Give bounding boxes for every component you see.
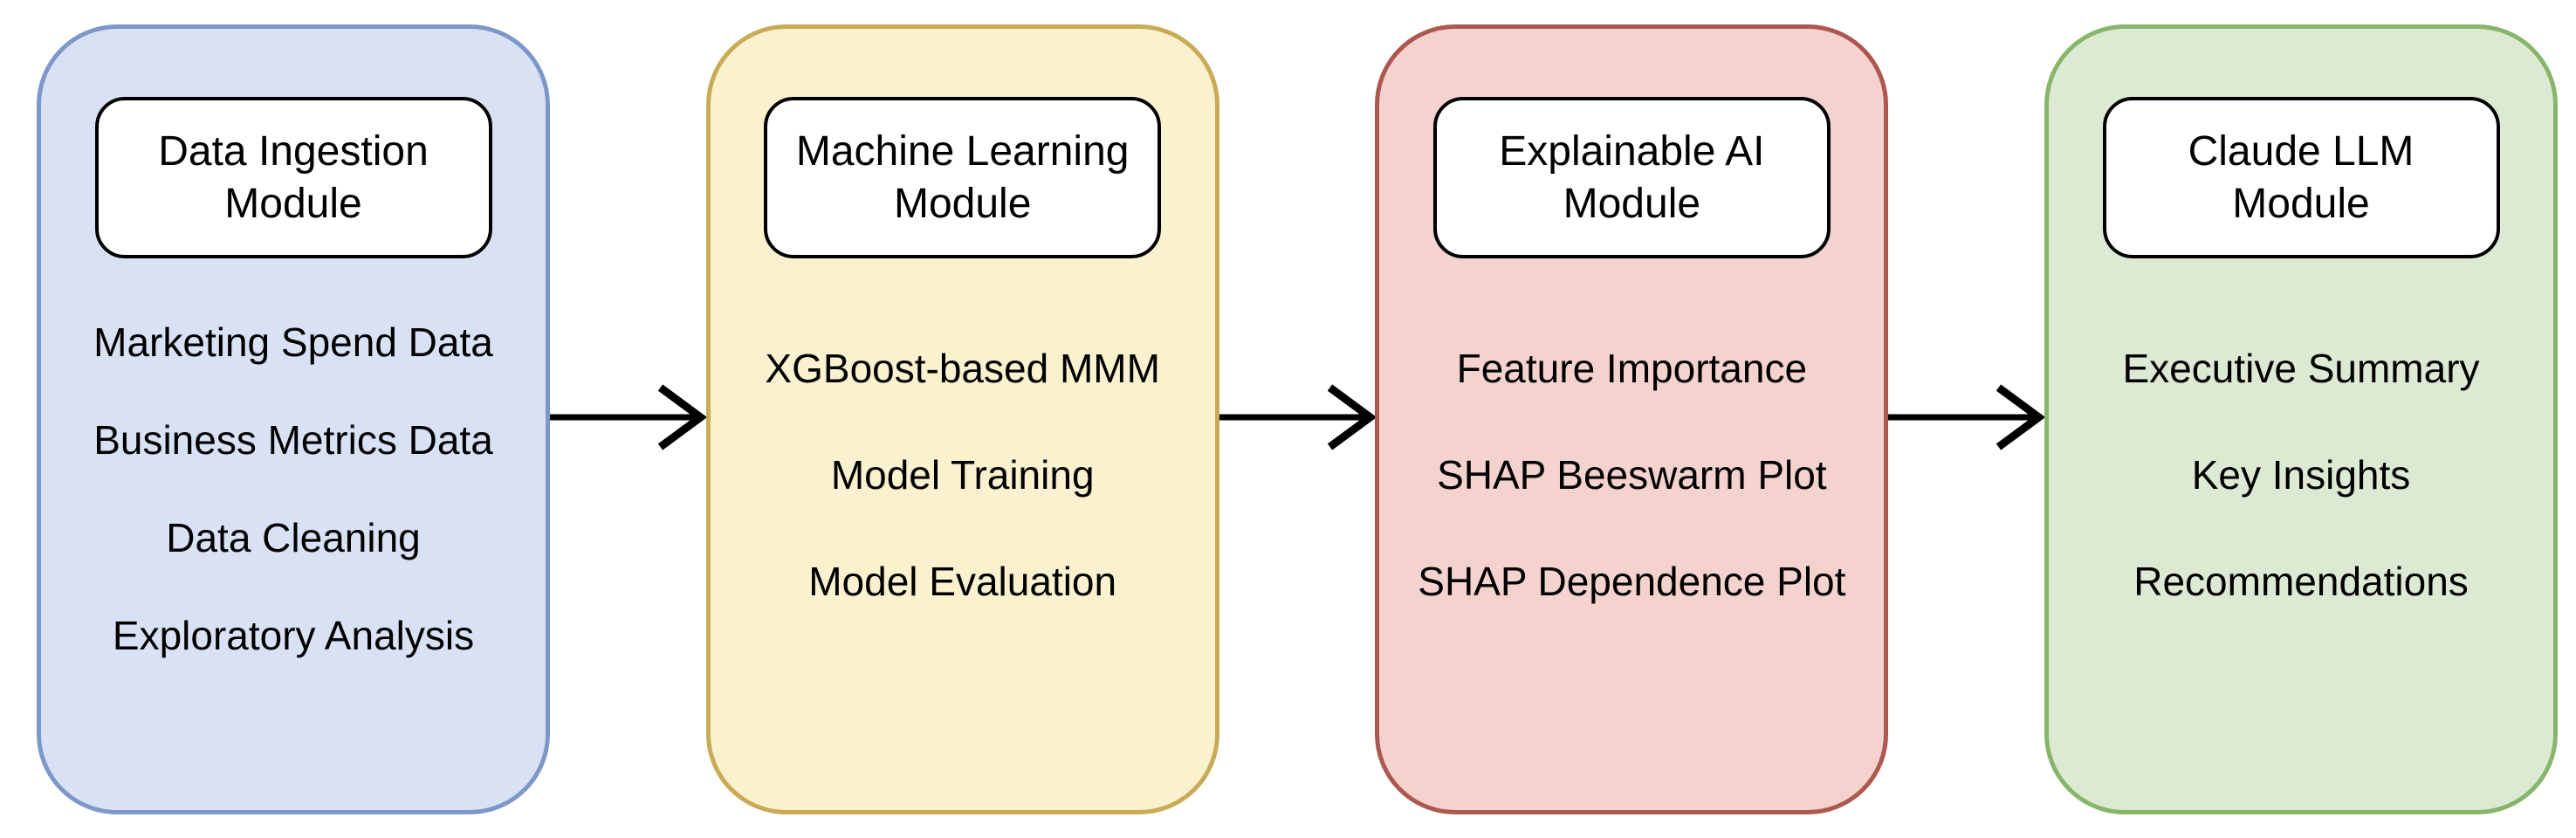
module-claude-llm: Claude LLM Module Executive Summary Key … (2044, 24, 2559, 814)
module-item: Model Evaluation (808, 559, 1117, 604)
module-title: Data Ingestion Module (158, 127, 429, 227)
module-item: Exploratory Analysis (112, 613, 475, 658)
flow-arrow (550, 24, 706, 814)
flow-arrow (1219, 24, 1376, 814)
arrow-right-icon (1219, 384, 1376, 450)
module-item-list: XGBoost-based MMM Model Training Model E… (711, 347, 1215, 603)
module-item-list: Feature Importance SHAP Beeswarm Plot SH… (1379, 347, 1884, 603)
module-item: XGBoost-based MMM (765, 346, 1160, 391)
arrow-right-icon (550, 384, 706, 450)
module-explainable-ai: Explainable AI Module Feature Importance… (1375, 24, 1889, 814)
module-item: Feature Importance (1456, 346, 1808, 391)
module-title-box: Machine Learning Module (764, 97, 1162, 258)
module-title-box: Data Ingestion Module (94, 97, 492, 258)
module-title-box: Claude LLM Module (2102, 97, 2500, 258)
module-title: Explainable AI Module (1499, 127, 1765, 227)
module-data-ingestion: Data Ingestion Module Marketing Spend Da… (37, 24, 550, 814)
module-title: Machine Learning Module (795, 127, 1130, 227)
module-item: Marketing Spend Data (93, 319, 493, 365)
module-item-list: Executive Summary Key Insights Recommend… (2049, 347, 2553, 603)
module-item: Key Insights (2191, 452, 2411, 498)
module-item: Recommendations (2133, 559, 2469, 604)
module-item: SHAP Beeswarm Plot (1437, 452, 1827, 498)
module-item-list: Marketing Spend Data Business Metrics Da… (41, 320, 546, 657)
module-title: Claude LLM Module (2188, 127, 2415, 227)
arrow-right-icon (1888, 384, 2045, 450)
module-item: SHAP Dependence Plot (1418, 559, 1846, 604)
module-machine-learning: Machine Learning Module XGBoost-based MM… (705, 24, 1219, 814)
module-item: Executive Summary (2122, 346, 2480, 391)
flow-arrow (1888, 24, 2045, 814)
module-item: Model Training (830, 452, 1095, 498)
module-item: Business Metrics Data (93, 417, 493, 463)
module-item: Data Cleaning (166, 515, 421, 560)
module-title-box: Explainable AI Module (1432, 97, 1831, 258)
